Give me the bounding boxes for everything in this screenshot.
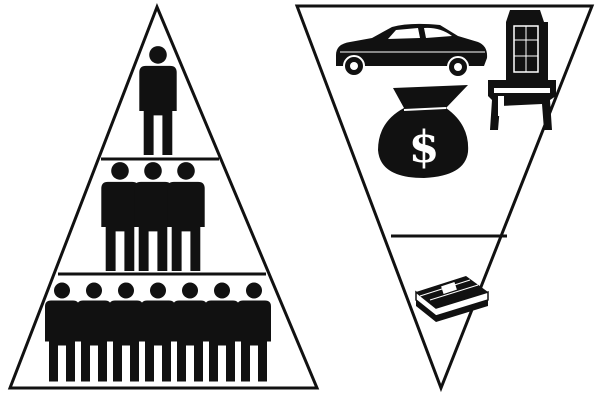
person-icon [101,162,138,271]
person-icon [45,283,79,382]
cash-stack-icon [416,276,488,322]
throne-icon [488,10,556,130]
pyramid-tier-middle [101,162,204,271]
person-icon [141,283,175,382]
wealth-pyramid: $ [297,6,592,388]
car-icon [336,24,487,77]
person-icon [139,46,176,155]
money-bag-icon: $ [378,85,468,178]
pyramid-tier-top [139,46,176,155]
pyramid-tier-bottom [45,283,271,382]
person-icon [173,283,207,382]
person-icon [167,162,204,271]
person-icon [109,283,143,382]
population-pyramid [10,7,317,388]
person-icon [205,283,239,382]
person-icon [237,283,271,382]
dollar-sign: $ [409,122,440,173]
person-icon [134,162,171,271]
person-icon [77,283,111,382]
